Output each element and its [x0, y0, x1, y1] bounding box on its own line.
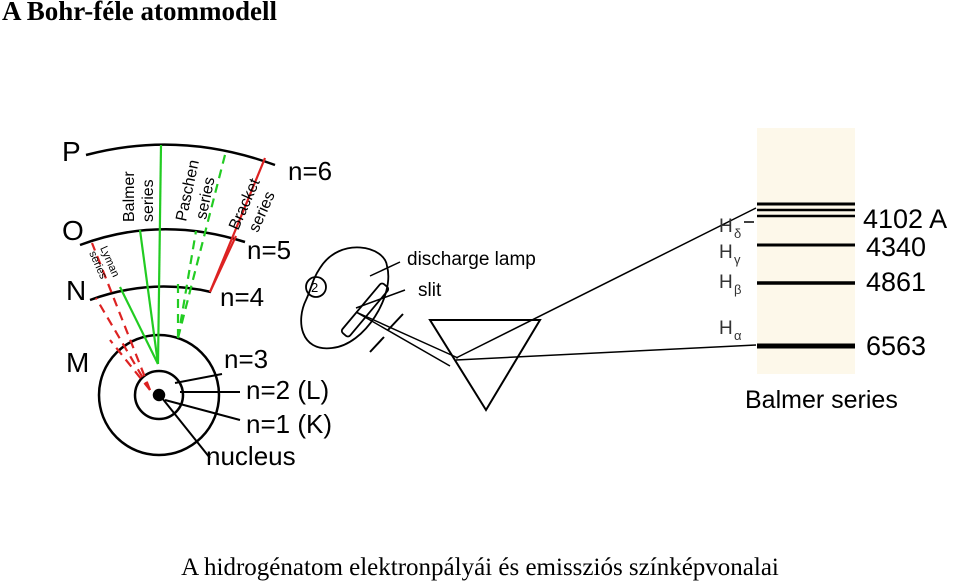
orbit-n1 — [152, 388, 166, 402]
lamp-mark — [305, 276, 327, 298]
label-discharge-lamp: discharge lamp — [407, 249, 536, 270]
svg-text:series: series — [140, 179, 157, 222]
orbit-arc-n5 — [79, 228, 246, 247]
shell-N: N — [66, 275, 86, 306]
orbit-arc-n4 — [89, 285, 212, 302]
label-n6: n=6 — [288, 156, 332, 186]
shell-P: P — [62, 136, 81, 167]
balmer-series-label: Balmer series — [121, 171, 157, 222]
wavelength-h-alpha: 6563 — [866, 331, 926, 361]
paschen-series-label: Paschen series — [173, 158, 218, 222]
svg-text:α: α — [734, 328, 742, 343]
h-delta-label: H δ — [719, 216, 741, 241]
lamp-mark-number: 2 — [311, 280, 318, 295]
bracket-lines — [208, 157, 267, 293]
label-nucleus: nucleus — [206, 441, 296, 471]
balmer-series-caption: Balmer series — [745, 386, 898, 414]
svg-text:H: H — [719, 272, 733, 293]
wavelength-h-delta: 4102 A — [863, 204, 947, 234]
svg-text:H: H — [719, 216, 733, 237]
orbit-arc-n6 — [85, 143, 276, 167]
label-slit: slit — [418, 280, 442, 301]
svg-text:δ: δ — [734, 226, 741, 241]
lyman-lines — [90, 242, 152, 391]
spectrum-strip — [757, 128, 855, 374]
prism — [428, 319, 542, 412]
orbit-n2 — [133, 369, 185, 421]
page-title: A Bohr-féle atommodell — [2, 0, 277, 26]
figure-caption: A hidrogénatom elektronpályái és emisszi… — [181, 554, 779, 581]
svg-text:Balmer: Balmer — [121, 171, 138, 222]
lyman-series-label: Lyman series — [86, 244, 121, 281]
h-alpha-label: H α — [719, 318, 742, 343]
svg-text:γ: γ — [734, 252, 741, 267]
label-n1: n=1 (K) — [246, 409, 332, 439]
h-gamma-label: H γ — [719, 242, 741, 267]
h-beta-label: H β — [719, 272, 741, 297]
wavelength-h-beta: 4861 — [866, 267, 926, 297]
label-n5: n=5 — [247, 235, 291, 265]
orbits — [79, 143, 276, 457]
balmer-lines — [119, 144, 163, 365]
shell-O: O — [62, 215, 84, 246]
label-n2: n=2 (L) — [246, 375, 329, 405]
wavelength-h-gamma: 4340 — [866, 232, 926, 262]
spectral-lines — [744, 202, 855, 349]
lamp-pointer — [369, 261, 401, 277]
shell-M: M — [66, 347, 89, 378]
slit — [369, 313, 404, 353]
discharge-lamp — [300, 246, 390, 350]
level-pointers — [161, 373, 241, 459]
light-rays — [355, 207, 757, 367]
svg-text:β: β — [734, 282, 741, 297]
paschen-lines — [176, 150, 228, 339]
label-n4: n=4 — [220, 282, 264, 312]
svg-text:H: H — [719, 242, 733, 263]
slit-pointer — [355, 289, 406, 309]
svg-text:H: H — [719, 318, 733, 339]
label-n3: n=3 — [224, 344, 268, 374]
